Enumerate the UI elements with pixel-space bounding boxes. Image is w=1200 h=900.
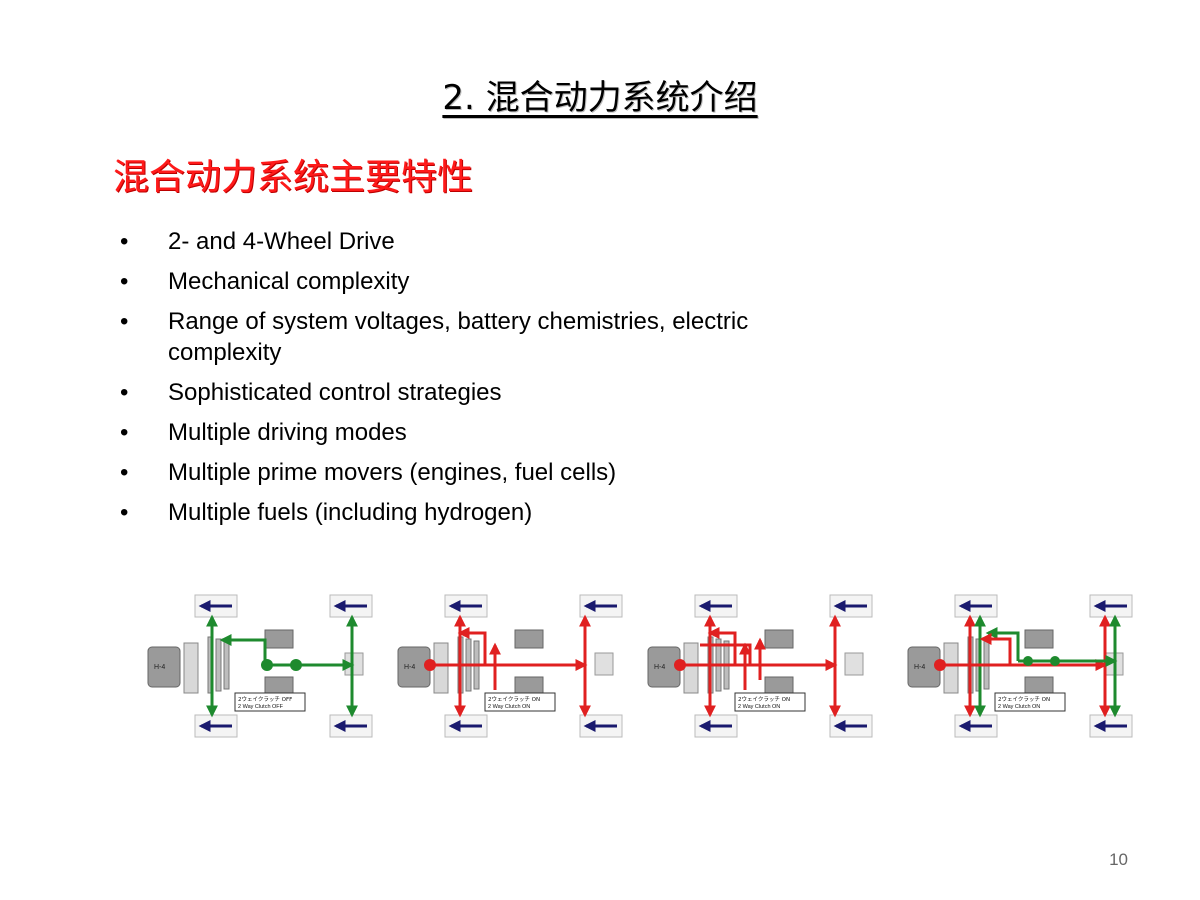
transmission-part bbox=[183, 642, 199, 694]
clutch-label-box bbox=[734, 692, 806, 712]
junction-dot bbox=[290, 659, 302, 671]
bullet-text: Multiple prime movers (engines, fuel cel… bbox=[168, 459, 617, 486]
flow-arrow bbox=[707, 627, 737, 665]
clutch-label-box bbox=[994, 692, 1066, 712]
rear-diff bbox=[594, 652, 614, 676]
bullet-icon: • bbox=[120, 308, 129, 335]
clutch-label-en: 2 Way Clutch ON bbox=[488, 704, 530, 710]
motor-block bbox=[764, 629, 794, 649]
bullet-text: Multiple fuels (including hydrogen) bbox=[168, 499, 533, 526]
page-number: 10 bbox=[1109, 850, 1128, 869]
junction-dot bbox=[674, 659, 686, 671]
junction-dot bbox=[934, 659, 946, 671]
gear-plate bbox=[223, 640, 230, 690]
engine-label: H-4 bbox=[404, 664, 415, 671]
drivetrain-diagram-front-red-2: H-4 2ウェイクラッチ ON2 Way Clutch ON bbox=[647, 594, 873, 738]
clutch-label-jp: 2ウェイクラッチ ON bbox=[738, 695, 790, 703]
list-item: • Multiple prime movers (engines, fuel ce… bbox=[120, 457, 840, 488]
motor-block bbox=[514, 676, 544, 696]
clutch-label-jp: 2ウェイクラッチ ON bbox=[998, 695, 1050, 703]
bullet-icon: • bbox=[120, 459, 129, 486]
bullet-text: 2- and 4-Wheel Drive bbox=[168, 228, 395, 255]
junction-dot bbox=[261, 659, 273, 671]
motor-block bbox=[1024, 629, 1054, 649]
transmission-part bbox=[433, 642, 449, 694]
flow-line bbox=[700, 643, 752, 665]
list-item: • Multiple driving modes bbox=[120, 417, 840, 448]
bullet-text: Sophisticated control strategies bbox=[168, 379, 502, 406]
motor-block bbox=[264, 676, 294, 696]
clutch-label-jp: 2ウェイクラッチ ON bbox=[488, 695, 540, 703]
clutch-label-en: 2 Way Clutch ON bbox=[738, 704, 780, 710]
flow-arrow bbox=[219, 634, 267, 665]
bullet-icon: • bbox=[120, 228, 129, 255]
flow-arrow bbox=[457, 627, 487, 665]
clutch-label-box bbox=[484, 692, 556, 712]
bullet-icon: • bbox=[120, 419, 129, 446]
transmission-part bbox=[943, 642, 959, 694]
gear-plate bbox=[215, 638, 222, 692]
engine-label: H-4 bbox=[914, 664, 925, 671]
slide-subtitle: 混合动力系统主要特性 bbox=[113, 157, 474, 198]
transmission-part bbox=[683, 642, 699, 694]
bullet-icon: • bbox=[120, 499, 129, 526]
flow-arrow bbox=[985, 627, 1020, 661]
list-item: • 2- and 4-Wheel Drive bbox=[120, 226, 840, 257]
clutch-label-en: 2 Way Clutch OFF bbox=[238, 704, 284, 710]
flow-arrow bbox=[979, 633, 1012, 665]
motor-block bbox=[264, 629, 294, 649]
clutch-label-jp: 2ウェイクラッチ OFF bbox=[238, 695, 292, 703]
motor-block bbox=[764, 676, 794, 696]
junction-dot bbox=[424, 659, 436, 671]
motor-block bbox=[1024, 676, 1054, 696]
junction-dot bbox=[1023, 656, 1033, 666]
clutch-label-box bbox=[234, 692, 306, 712]
list-item: • Multiple fuels (including hydrogen) bbox=[120, 497, 840, 528]
bullet-icon: • bbox=[120, 268, 129, 295]
motor-block bbox=[514, 629, 544, 649]
clutch-label-en: 2 Way Clutch ON bbox=[998, 704, 1040, 710]
bullet-icon: • bbox=[120, 379, 129, 406]
engine-block bbox=[147, 646, 181, 688]
bullet-text: Mechanical complexity bbox=[168, 268, 410, 295]
rear-diff bbox=[844, 652, 864, 676]
bullet-list: • 2- and 4-Wheel Drive • Mechanical comple… bbox=[120, 226, 840, 537]
bullet-text: Multiple driving modes bbox=[168, 419, 407, 446]
drivetrain-diagram-front-red: H-4 2ウェイクラッチ ON2 Way Clutch ON bbox=[397, 594, 623, 738]
junction-dot bbox=[1050, 656, 1060, 666]
list-item: • Sophisticated control strategies bbox=[120, 377, 840, 408]
list-item: • Mechanical complexity bbox=[120, 266, 840, 297]
engine-label: H-4 bbox=[154, 664, 165, 671]
list-item: • Range of system voltages, battery chemi… bbox=[120, 306, 840, 368]
engine-label: H-4 bbox=[654, 664, 665, 671]
slide-title: 2. 混合动力系统介绍 bbox=[442, 78, 758, 118]
bullet-text: Range of system voltages, battery chemis… bbox=[168, 308, 749, 366]
drivetrain-diagram-mixed: H-4 2ウェイクラッチ ON2 Way Clutch ON bbox=[907, 594, 1133, 738]
